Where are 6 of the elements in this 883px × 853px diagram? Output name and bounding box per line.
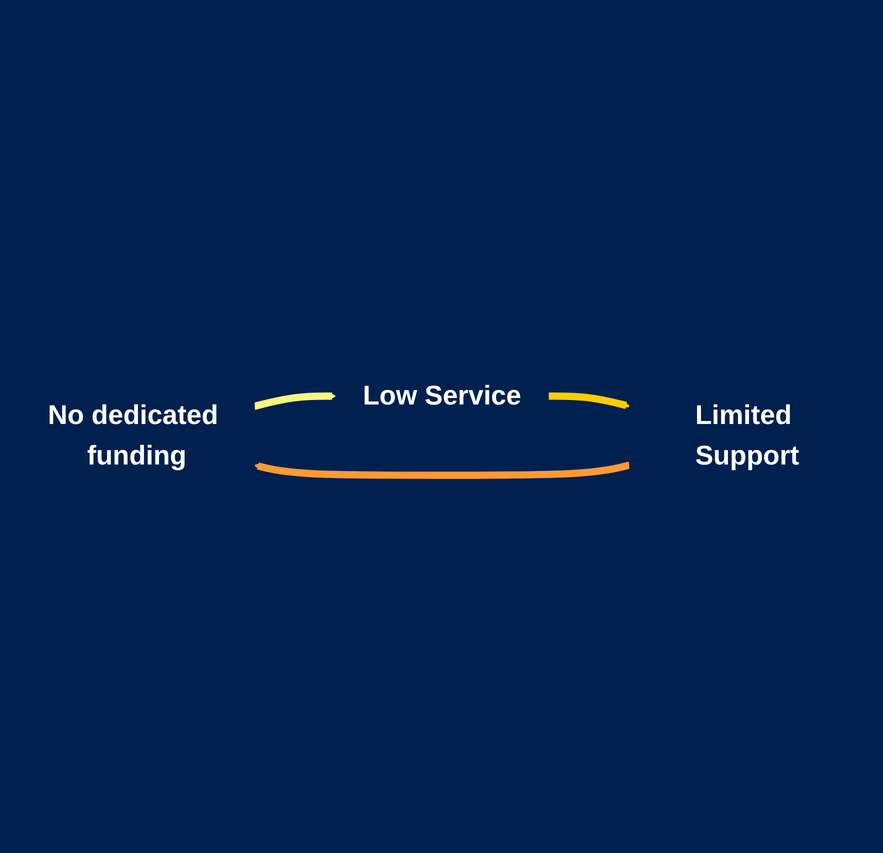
arrow — [252, 392, 336, 410]
arrow — [253, 462, 630, 480]
node-text: Limited Support — [694, 400, 799, 472]
arrow — [548, 392, 630, 410]
node-text: No dedicated funding — [47, 400, 218, 472]
node-text: Low Service — [362, 382, 521, 412]
